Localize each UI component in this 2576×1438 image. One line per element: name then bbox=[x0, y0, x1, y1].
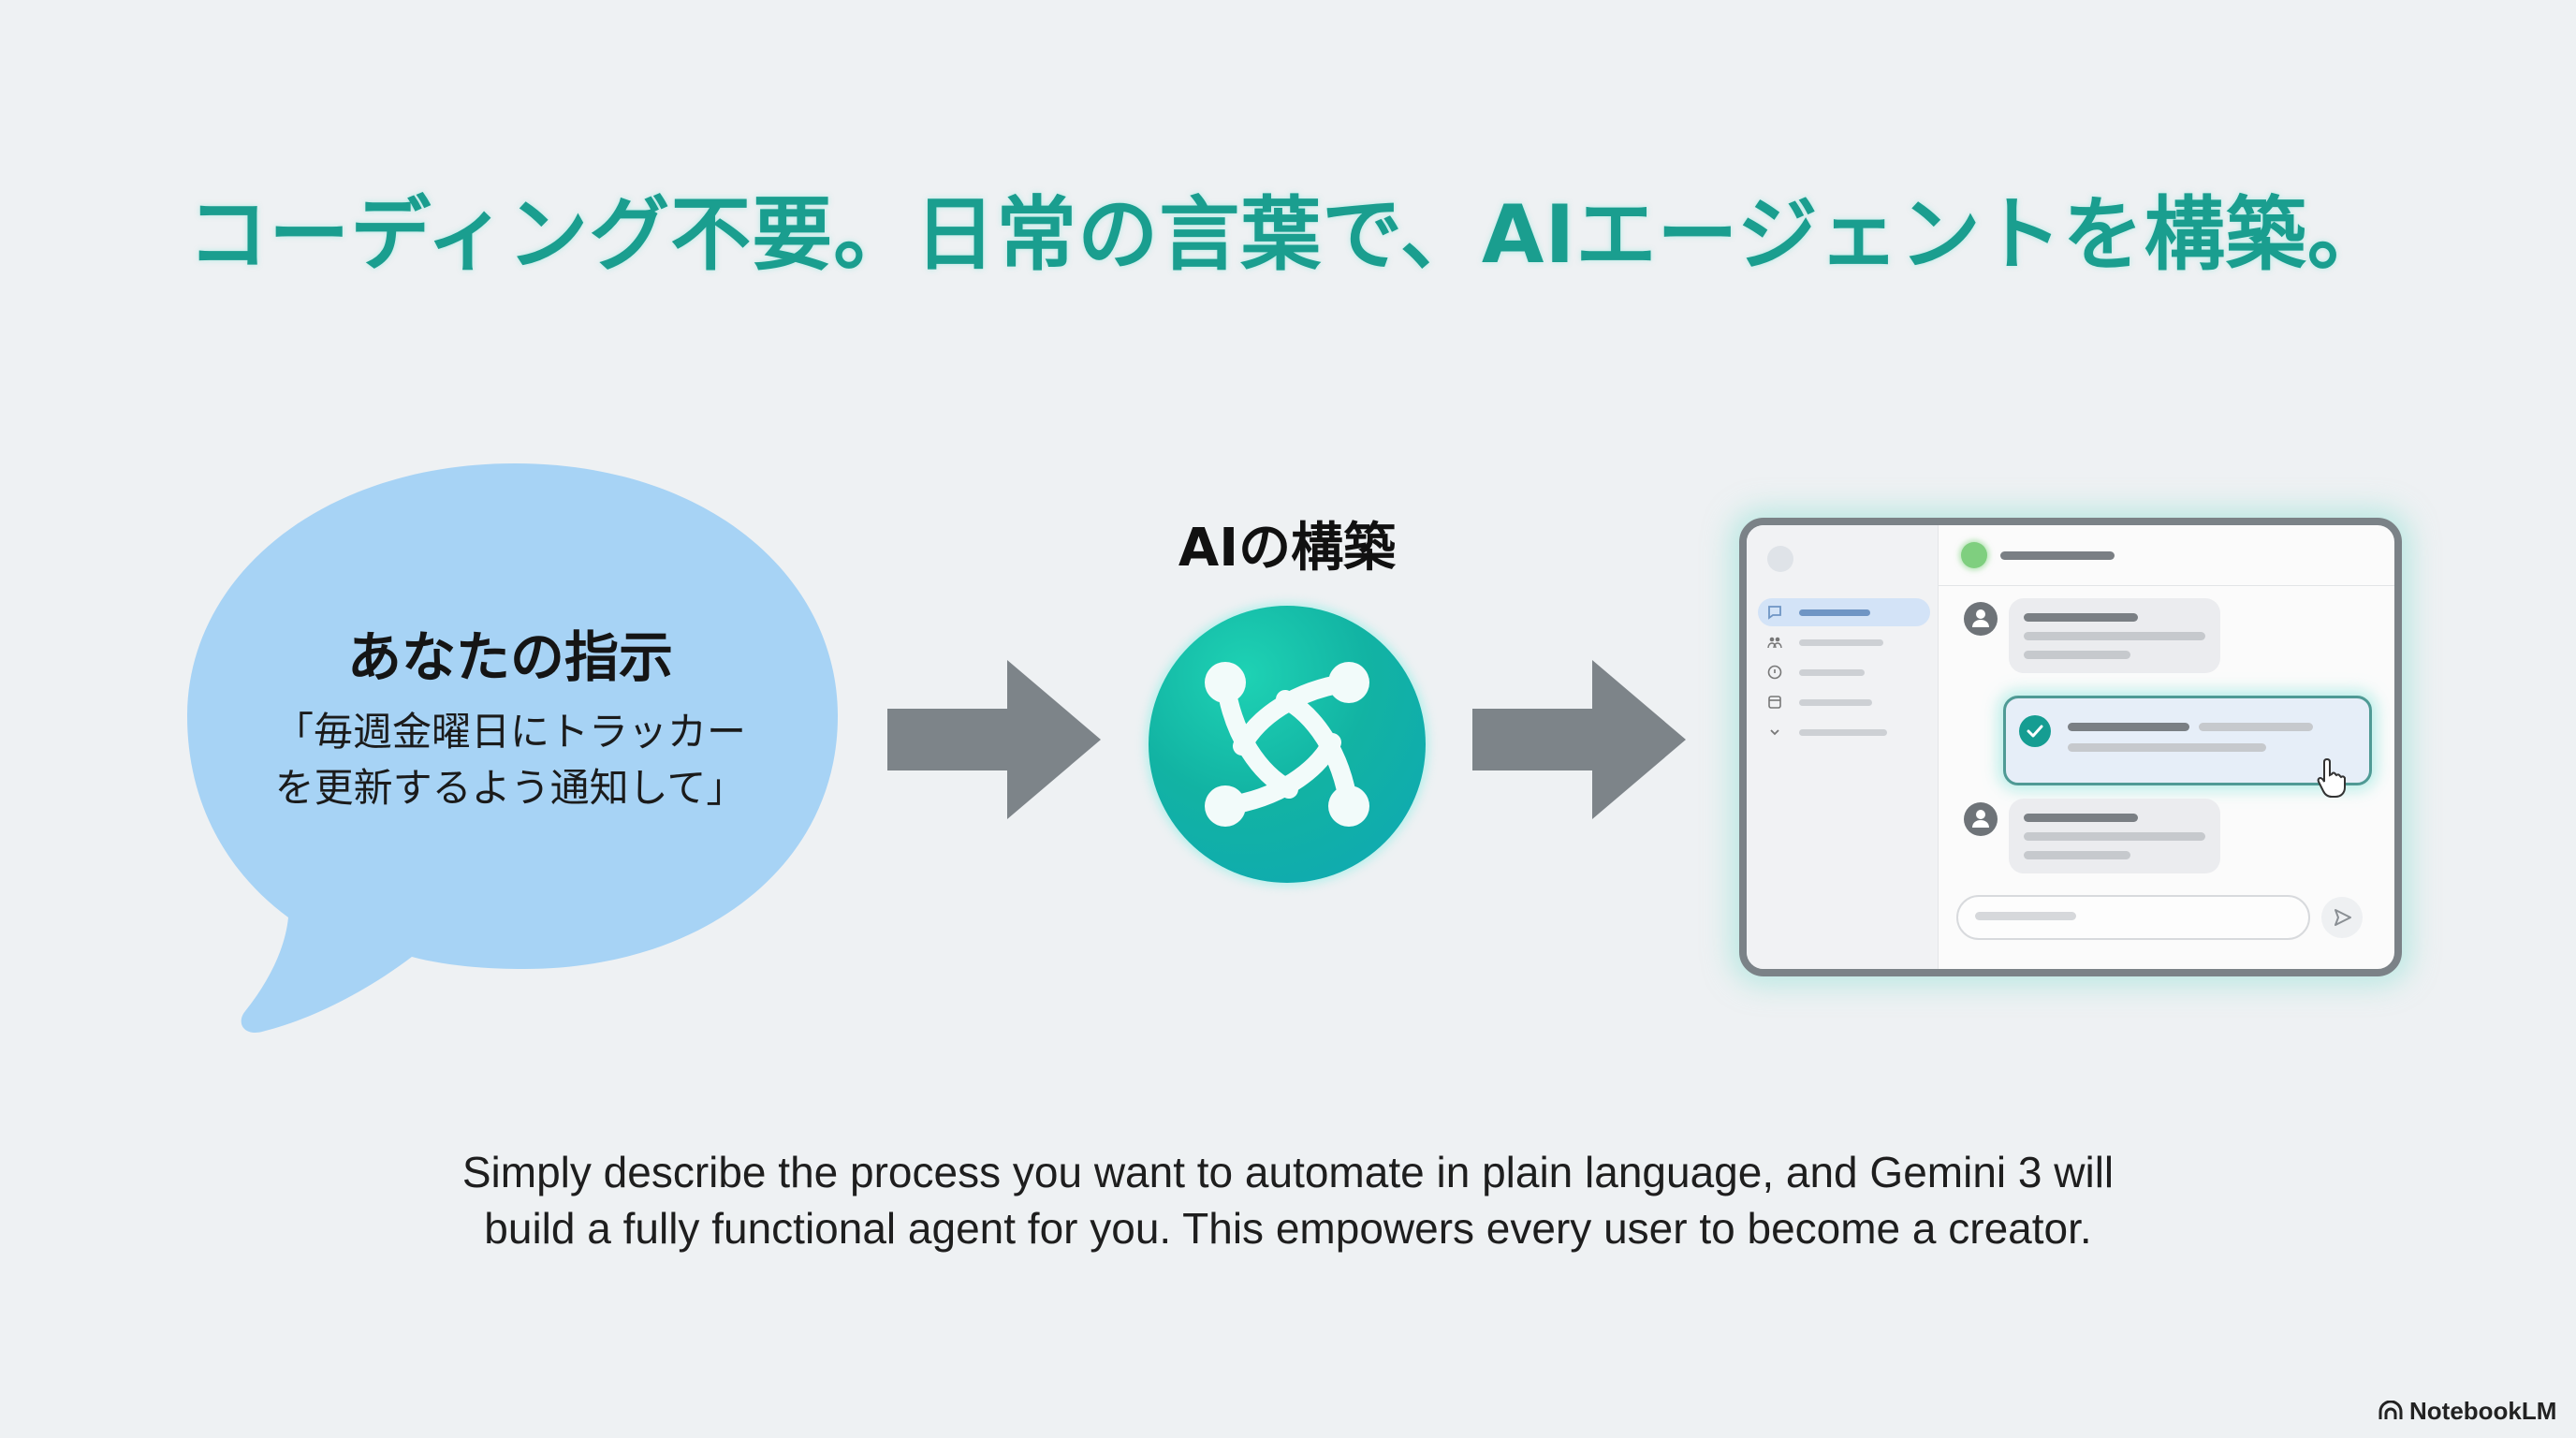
bubble-quote: 「毎週金曜日にトラッカー を更新するよう通知して」 bbox=[187, 704, 833, 816]
confirmed-message-card[interactable] bbox=[2003, 696, 2372, 785]
sidebar-item-history[interactable] bbox=[1758, 658, 1930, 686]
user-avatar-icon bbox=[1964, 602, 1998, 636]
chat-icon bbox=[1768, 606, 1781, 620]
logo-text: NotebookLM bbox=[2409, 1396, 2557, 1425]
notebooklm-logo: NotebookLM bbox=[2378, 1395, 2556, 1427]
chat-title-placeholder bbox=[2000, 551, 2115, 560]
description-line-2: build a fully functional agent for you. … bbox=[484, 1204, 2092, 1253]
clock-icon bbox=[1767, 665, 1782, 680]
quote-line-1: 「毎週金曜日にトラッカー bbox=[273, 709, 746, 755]
people-icon bbox=[1767, 637, 1782, 649]
hand-pointer-icon bbox=[2317, 757, 2346, 798]
bubble-heading: あなたの指示 bbox=[346, 625, 673, 689]
message-input[interactable] bbox=[1956, 895, 2310, 940]
sidebar-item-more[interactable] bbox=[1758, 718, 1930, 746]
sidebar-item-chat[interactable] bbox=[1758, 598, 1930, 626]
sidebar-avatar bbox=[1767, 546, 1793, 572]
user-avatar-icon bbox=[1964, 802, 1998, 836]
mockup-header bbox=[1939, 525, 2394, 586]
description-line-1: Simply describe the process you want to … bbox=[461, 1148, 2115, 1196]
calendar-icon bbox=[1768, 696, 1781, 709]
sidebar-item-people[interactable] bbox=[1758, 628, 1930, 656]
send-button[interactable] bbox=[2321, 897, 2363, 938]
ai-network-knot-icon bbox=[1149, 606, 1426, 883]
message-bubble bbox=[2009, 598, 2220, 673]
sidebar-item-calendar[interactable] bbox=[1758, 688, 1930, 716]
slide-title: コーディング不要。日常の言葉で、AIエージェントを構築。 bbox=[187, 188, 2389, 282]
check-circle-icon bbox=[2019, 715, 2051, 747]
description-text: Simply describe the process you want to … bbox=[0, 1144, 2576, 1256]
agent-chat-mockup bbox=[1739, 518, 2402, 976]
speech-bubble bbox=[187, 463, 838, 1033]
message-bubble bbox=[2009, 799, 2220, 873]
send-icon bbox=[2334, 909, 2351, 926]
status-indicator bbox=[1961, 542, 1987, 568]
quote-line-2: を更新するよう通知して」 bbox=[274, 765, 746, 811]
mockup-sidebar bbox=[1747, 525, 1939, 969]
arrow-right-icon bbox=[1472, 660, 1686, 819]
notebooklm-icon bbox=[2378, 1401, 2403, 1419]
ai-step-label: AIの構築 bbox=[1178, 518, 1397, 579]
chevron-down-icon bbox=[1770, 729, 1779, 736]
arrow-right-icon bbox=[887, 660, 1101, 819]
